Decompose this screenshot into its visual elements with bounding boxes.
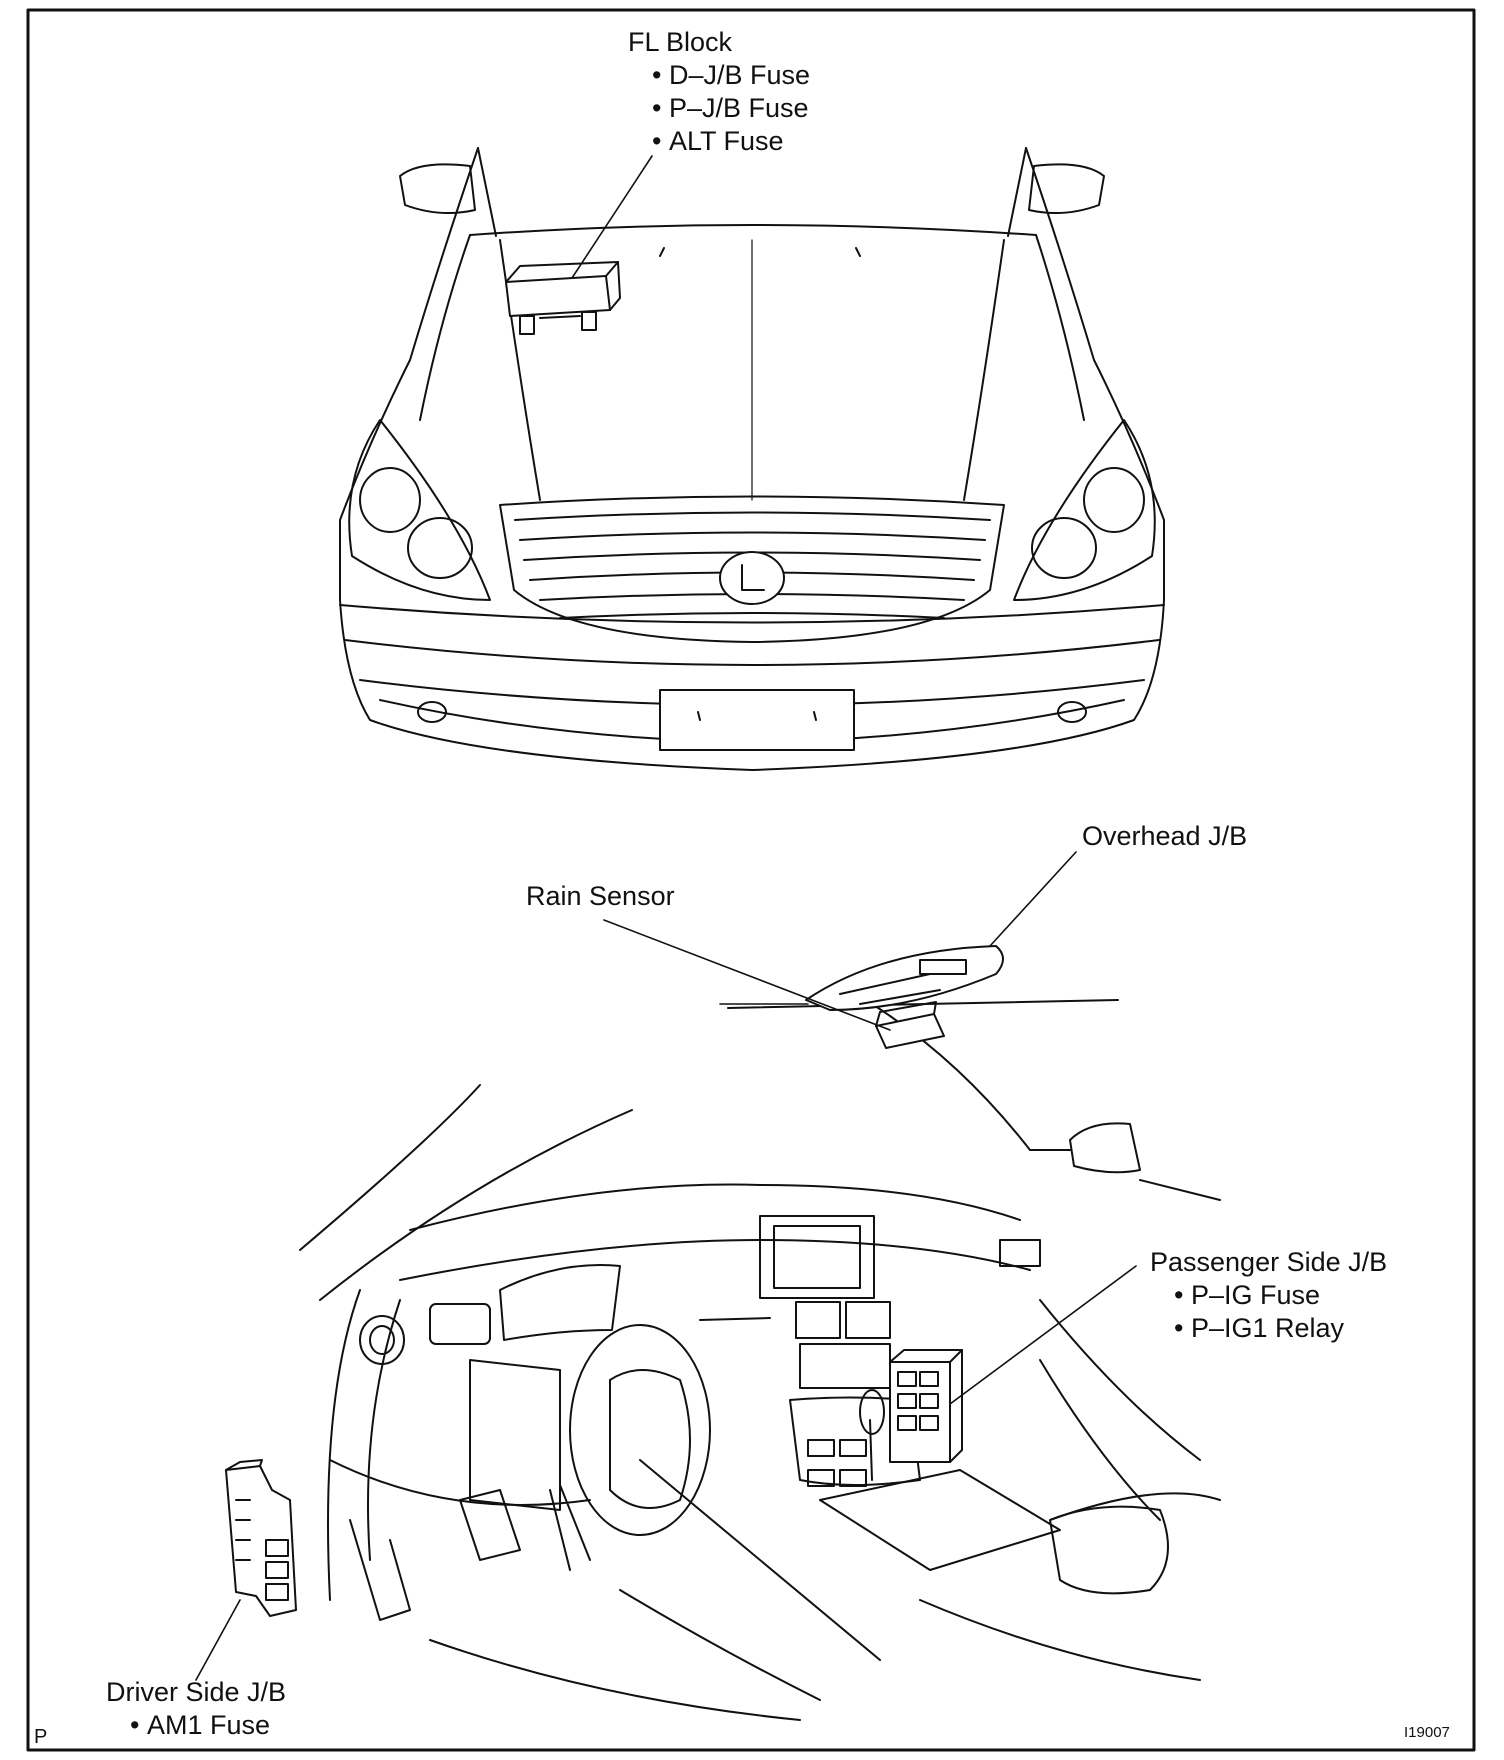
passenger-side-jb-item-pig1: P–IG1 Relay <box>1150 1312 1387 1345</box>
fl-block-component <box>506 262 620 334</box>
vehicle-interior-view <box>300 1000 1220 1720</box>
rain-sensor-component <box>876 1002 944 1048</box>
overhead-jb-component <box>806 946 1003 1010</box>
passenger-side-jb-item-pig: P–IG Fuse <box>1150 1279 1387 1312</box>
overhead-jb-title: Overhead J/B <box>1082 821 1248 851</box>
driver-side-jb-component <box>226 1460 296 1616</box>
passenger-side-jb-leader <box>950 1266 1136 1404</box>
overhead-jb-leader <box>990 852 1076 946</box>
corner-mark: P <box>34 1726 48 1748</box>
passenger-side-jb-label: Passenger Side J/B P–IG Fuse P–IG1 Relay <box>1150 1246 1387 1345</box>
figure-frame <box>28 10 1474 1750</box>
driver-side-jb-item-am1: AM1 Fuse <box>106 1709 286 1742</box>
rain-sensor-label: Rain Sensor <box>526 880 675 913</box>
fl-block-leader <box>572 156 652 278</box>
fl-block-item-alt: ALT Fuse <box>628 125 810 158</box>
figure-code: I19007 <box>1404 1724 1450 1741</box>
driver-side-jb-leader <box>196 1600 240 1680</box>
rain-sensor-leader <box>604 920 890 1030</box>
overhead-jb-label: Overhead J/B <box>1082 820 1247 853</box>
fl-block-title: FL Block <box>628 27 733 57</box>
driver-side-jb-label: Driver Side J/B AM1 Fuse <box>106 1676 286 1742</box>
passenger-side-jb-component <box>890 1350 962 1462</box>
leader-lines <box>196 156 1136 1680</box>
rain-sensor-title: Rain Sensor <box>526 881 675 911</box>
fl-block-item-djb: D–J/B Fuse <box>628 59 810 92</box>
fl-block-item-pjb: P–J/B Fuse <box>628 92 810 125</box>
fl-block-label: FL Block D–J/B Fuse P–J/B Fuse ALT Fuse <box>628 26 810 158</box>
driver-side-jb-title: Driver Side J/B <box>106 1677 287 1707</box>
vehicle-front-view <box>340 148 1164 770</box>
passenger-side-jb-title: Passenger Side J/B <box>1150 1247 1388 1277</box>
